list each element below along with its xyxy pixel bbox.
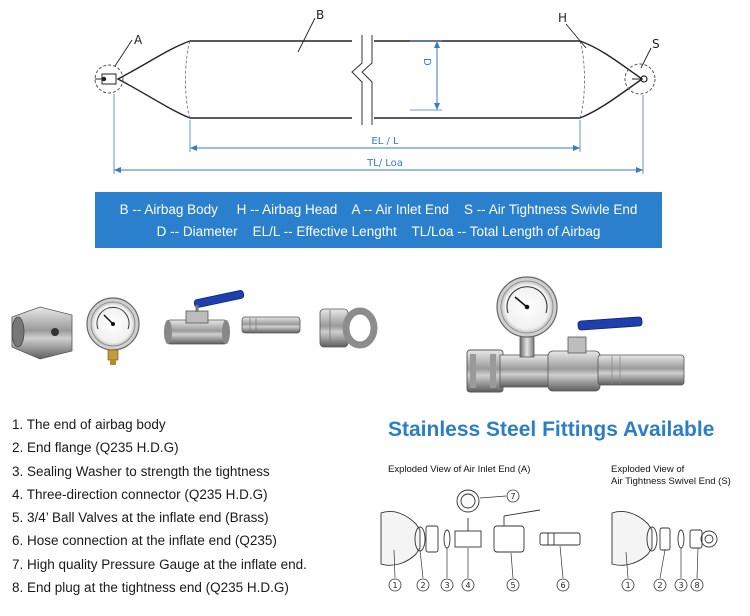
parts-list-item: 7. High quality Pressure Gauge at the in… (12, 556, 307, 572)
hose-connection-photo (241, 316, 301, 334)
end-flange-photo (11, 306, 73, 360)
swivel-num-1: 1 (625, 581, 630, 590)
inlet-num-5: 5 (510, 581, 515, 590)
assembled-inlet-photo (466, 276, 685, 393)
label-el: EL / L (371, 136, 399, 147)
label-a: A (134, 33, 143, 47)
label-b: B (316, 8, 324, 22)
airbag-outline (116, 40, 644, 119)
label-s: S (652, 37, 660, 51)
break-line-2 (361, 35, 373, 125)
label-h: H (558, 11, 567, 25)
end-plug-photo (319, 307, 378, 349)
inlet-num-1: 1 (392, 581, 397, 590)
inlet-num-3: 3 (444, 581, 449, 590)
parts-list: 1. The end of airbag body 2. End flange … (12, 413, 307, 599)
stainless-title: Stainless Steel Fittings Available (388, 418, 715, 441)
parts-list-item: 6. Hose connection at the inflate end (Q… (12, 533, 277, 549)
parts-list-item: 4. Three-direction connector (Q235 H.D.G… (12, 486, 268, 502)
parts-list-item: 5. 3/4’ Ball Valves at the inflate end (… (12, 510, 269, 526)
swivel-num-8: 8 (694, 581, 699, 590)
legend-line-2: D -- Diameter EL/L -- Effective Lengtht … (156, 224, 601, 239)
head-line-right (579, 40, 585, 119)
exploded-views: 1 2 3 4 5 6 7 (380, 489, 718, 592)
legend-line-1: B -- Airbag Body H -- Airbag Head A -- A… (119, 202, 638, 217)
parts-list-item: 1. The end of airbag body (12, 417, 166, 432)
pressure-gauge-photo (86, 297, 140, 365)
break-gap (352, 36, 374, 124)
legend-box: B -- Airbag Body H -- Airbag Head A -- A… (95, 192, 662, 248)
swivel-exploded-caption-2: Air Tightness Swivel End (S) (611, 476, 731, 487)
swivel-num-2: 2 (657, 581, 662, 590)
head-line-left (185, 40, 191, 119)
swivel-exploded-caption-1: Exploded View of (611, 464, 685, 475)
label-tl: TL/ Loa (366, 158, 403, 169)
inlet-exploded-drawing (380, 489, 581, 566)
inlet-exploded-caption: Exploded View of Air Inlet End (A) (388, 464, 531, 475)
parts-illustrations (11, 276, 685, 393)
inlet-end-circle (94, 64, 124, 94)
inlet-num-2: 2 (420, 581, 425, 590)
swivel-exploded-drawing (611, 511, 718, 566)
inlet-num-6: 6 (560, 581, 565, 590)
parts-list-item: 2. End flange (Q235 H.D.G) (12, 440, 179, 456)
label-d: D (421, 58, 432, 66)
ball-valve-photo (164, 290, 245, 345)
airbag-dimension-drawing: A B H S D EL / L TL/ Loa (94, 8, 660, 174)
break-line-1 (351, 35, 363, 125)
swivel-num-3: 3 (678, 581, 683, 590)
swivel-end-circle (624, 63, 656, 95)
inlet-num-7: 7 (510, 492, 515, 501)
parts-list-item: 8. End plug at the tightness end (Q235 H… (12, 580, 289, 596)
inlet-num-4: 4 (465, 581, 470, 590)
parts-list-item: 3. Sealing Washer to strength the tightn… (12, 463, 270, 479)
